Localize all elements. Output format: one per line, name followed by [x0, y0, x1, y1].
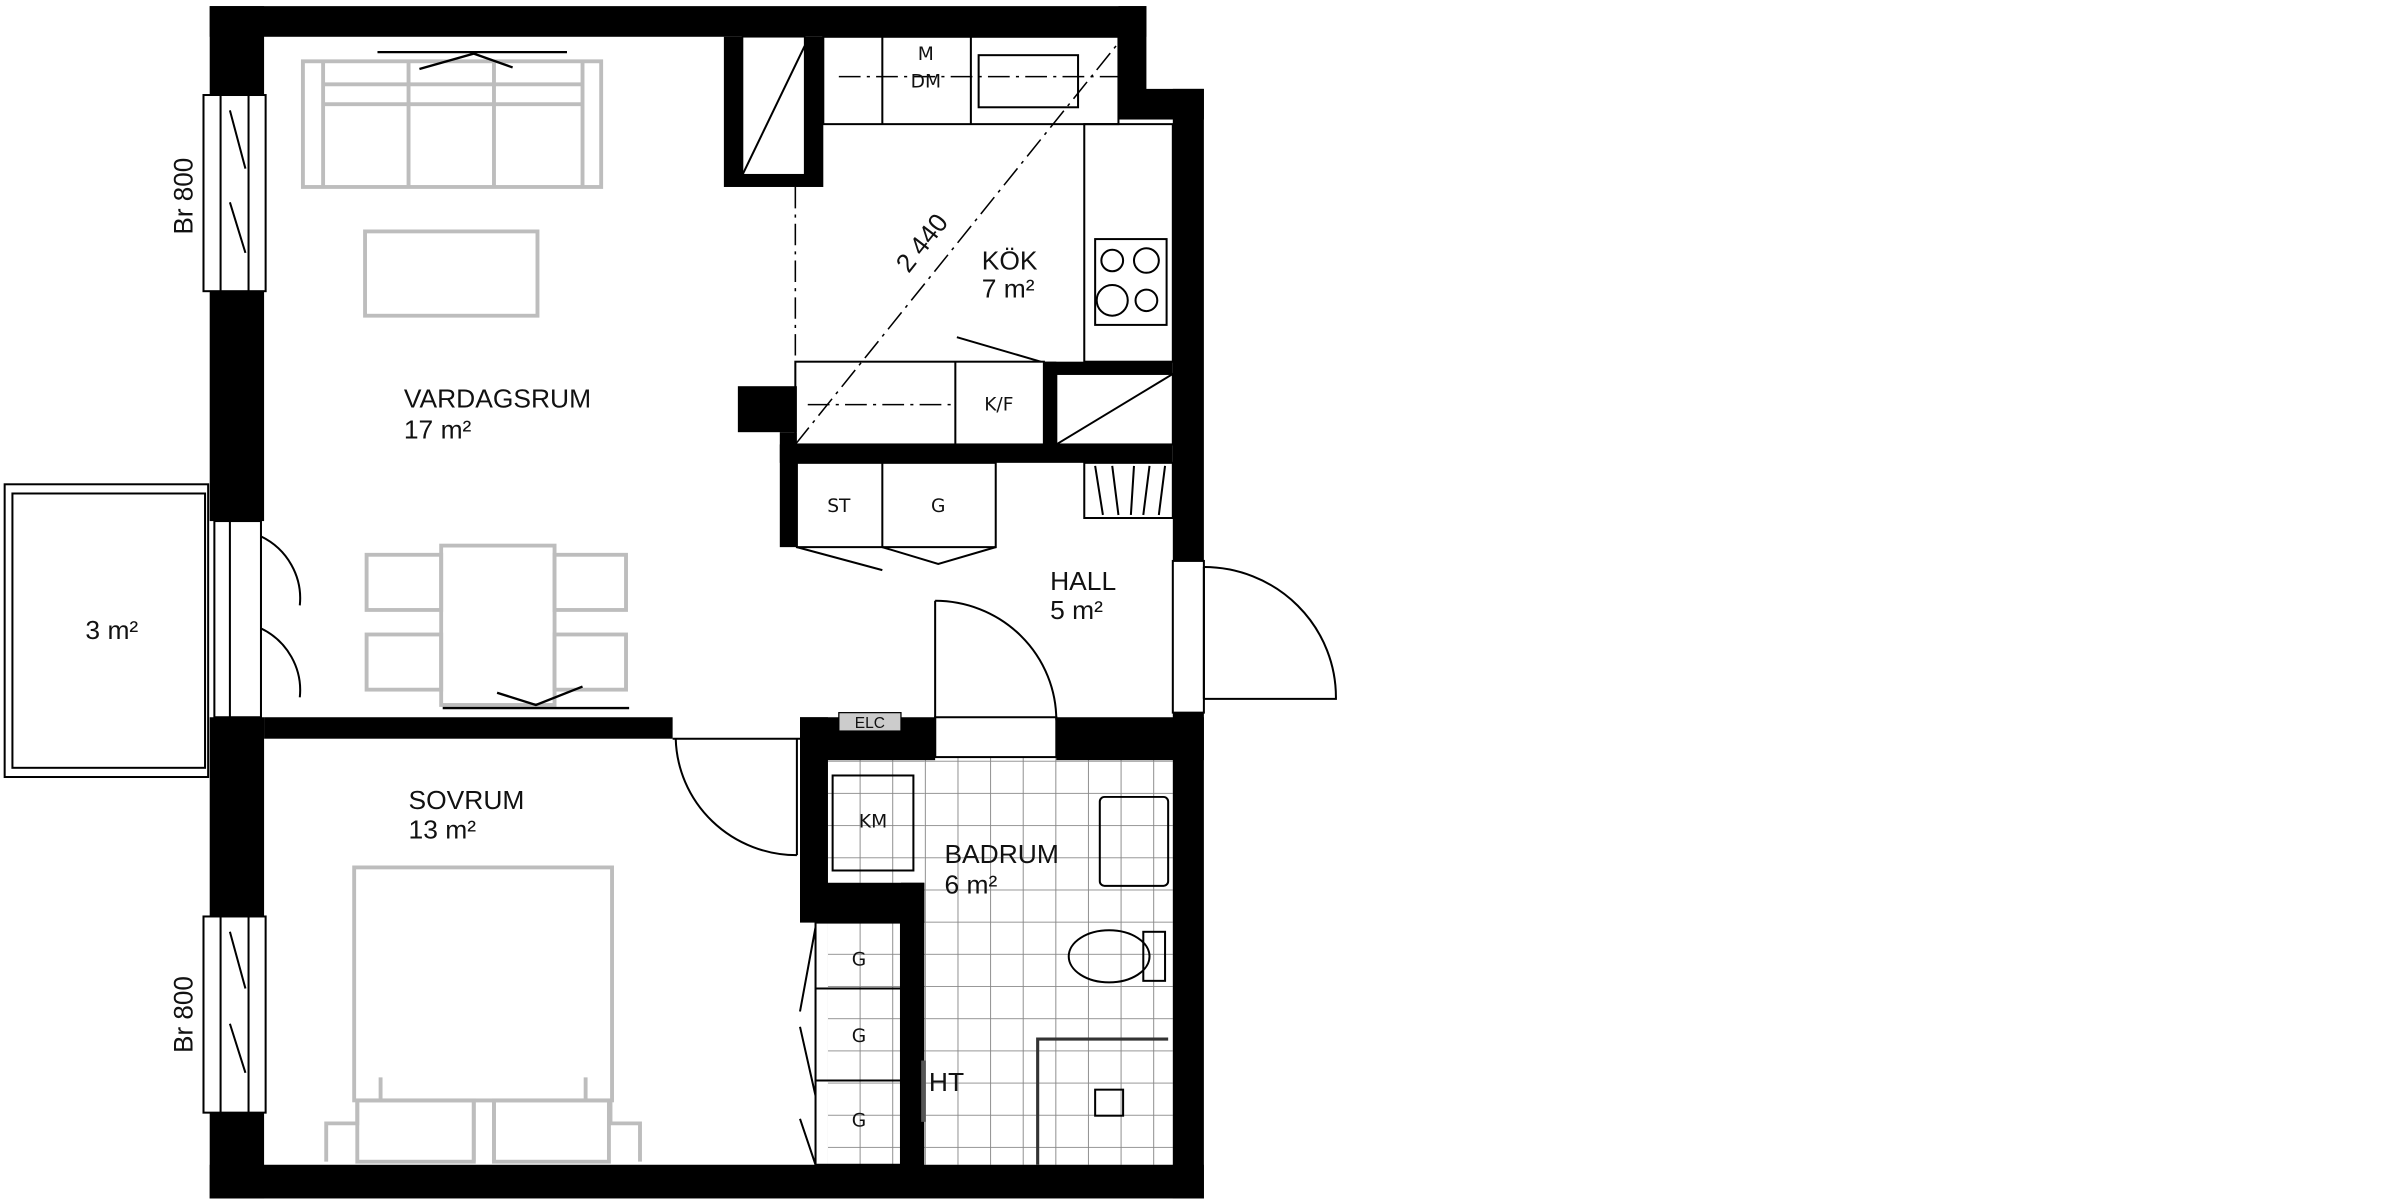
fridge-freezer-label: K/F	[984, 395, 1013, 416]
storage-label: ST	[827, 496, 851, 517]
room-kitchen: KÖK 7 m²	[982, 246, 1038, 303]
electrical-label: ELC	[855, 715, 885, 732]
room-name: KÖK	[982, 246, 1038, 276]
wardrobe-label-2: G	[852, 1026, 866, 1047]
dishwasher-label: DM	[911, 71, 941, 92]
washer-label: KM	[859, 812, 887, 833]
room-bathroom: BADRUM 6 m²	[944, 839, 1058, 899]
room-area: 5 m²	[1050, 595, 1103, 625]
room-name: SOVRUM	[409, 785, 525, 815]
bedroom-wardrobes	[799, 921, 902, 1166]
dimension-label: 2 440	[890, 208, 954, 278]
window-width-label: Br 800	[168, 976, 198, 1053]
window-living	[202, 94, 267, 293]
balcony	[3, 483, 210, 779]
room-living: VARDAGSRUM 17 m²	[404, 384, 591, 444]
window-width-label: Br 800	[168, 158, 198, 235]
room-area: 13 m²	[409, 814, 477, 844]
room-name: HALL	[1050, 566, 1116, 596]
stove-icon	[1095, 247, 1160, 317]
room-name: VARDAGSRUM	[404, 384, 591, 414]
furniture	[300, 50, 642, 1164]
walls	[209, 6, 1204, 1199]
wardrobe-label-3: G	[852, 1111, 866, 1132]
bedroom-door[interactable]	[672, 737, 800, 857]
balcony-door[interactable]	[213, 520, 302, 719]
bathroom-door[interactable]	[934, 599, 1058, 759]
electrical-panel	[838, 712, 902, 732]
balcony-area: 3 m²	[85, 615, 138, 645]
bathroom-fixtures	[831, 774, 1170, 1165]
towel-rail-label: HT	[929, 1067, 964, 1097]
wardrobe-label-1: G	[852, 950, 866, 971]
entrance-door[interactable]	[1171, 559, 1337, 714]
room-area: 7 m²	[982, 273, 1035, 303]
room-area: 17 m²	[404, 414, 472, 444]
window-bedroom	[202, 915, 267, 1114]
kitchen-fixtures	[794, 35, 1174, 446]
hall-storage	[795, 461, 1174, 572]
dimension-line	[794, 42, 1120, 445]
room-area: 6 m²	[944, 870, 997, 900]
room-name: BADRUM	[944, 839, 1058, 869]
room-bedroom: SOVRUM 13 m²	[409, 785, 525, 844]
hall-wardrobe-label: G	[931, 496, 945, 517]
microwave-label: M	[918, 44, 934, 65]
room-hall: HALL 5 m²	[1050, 566, 1116, 625]
